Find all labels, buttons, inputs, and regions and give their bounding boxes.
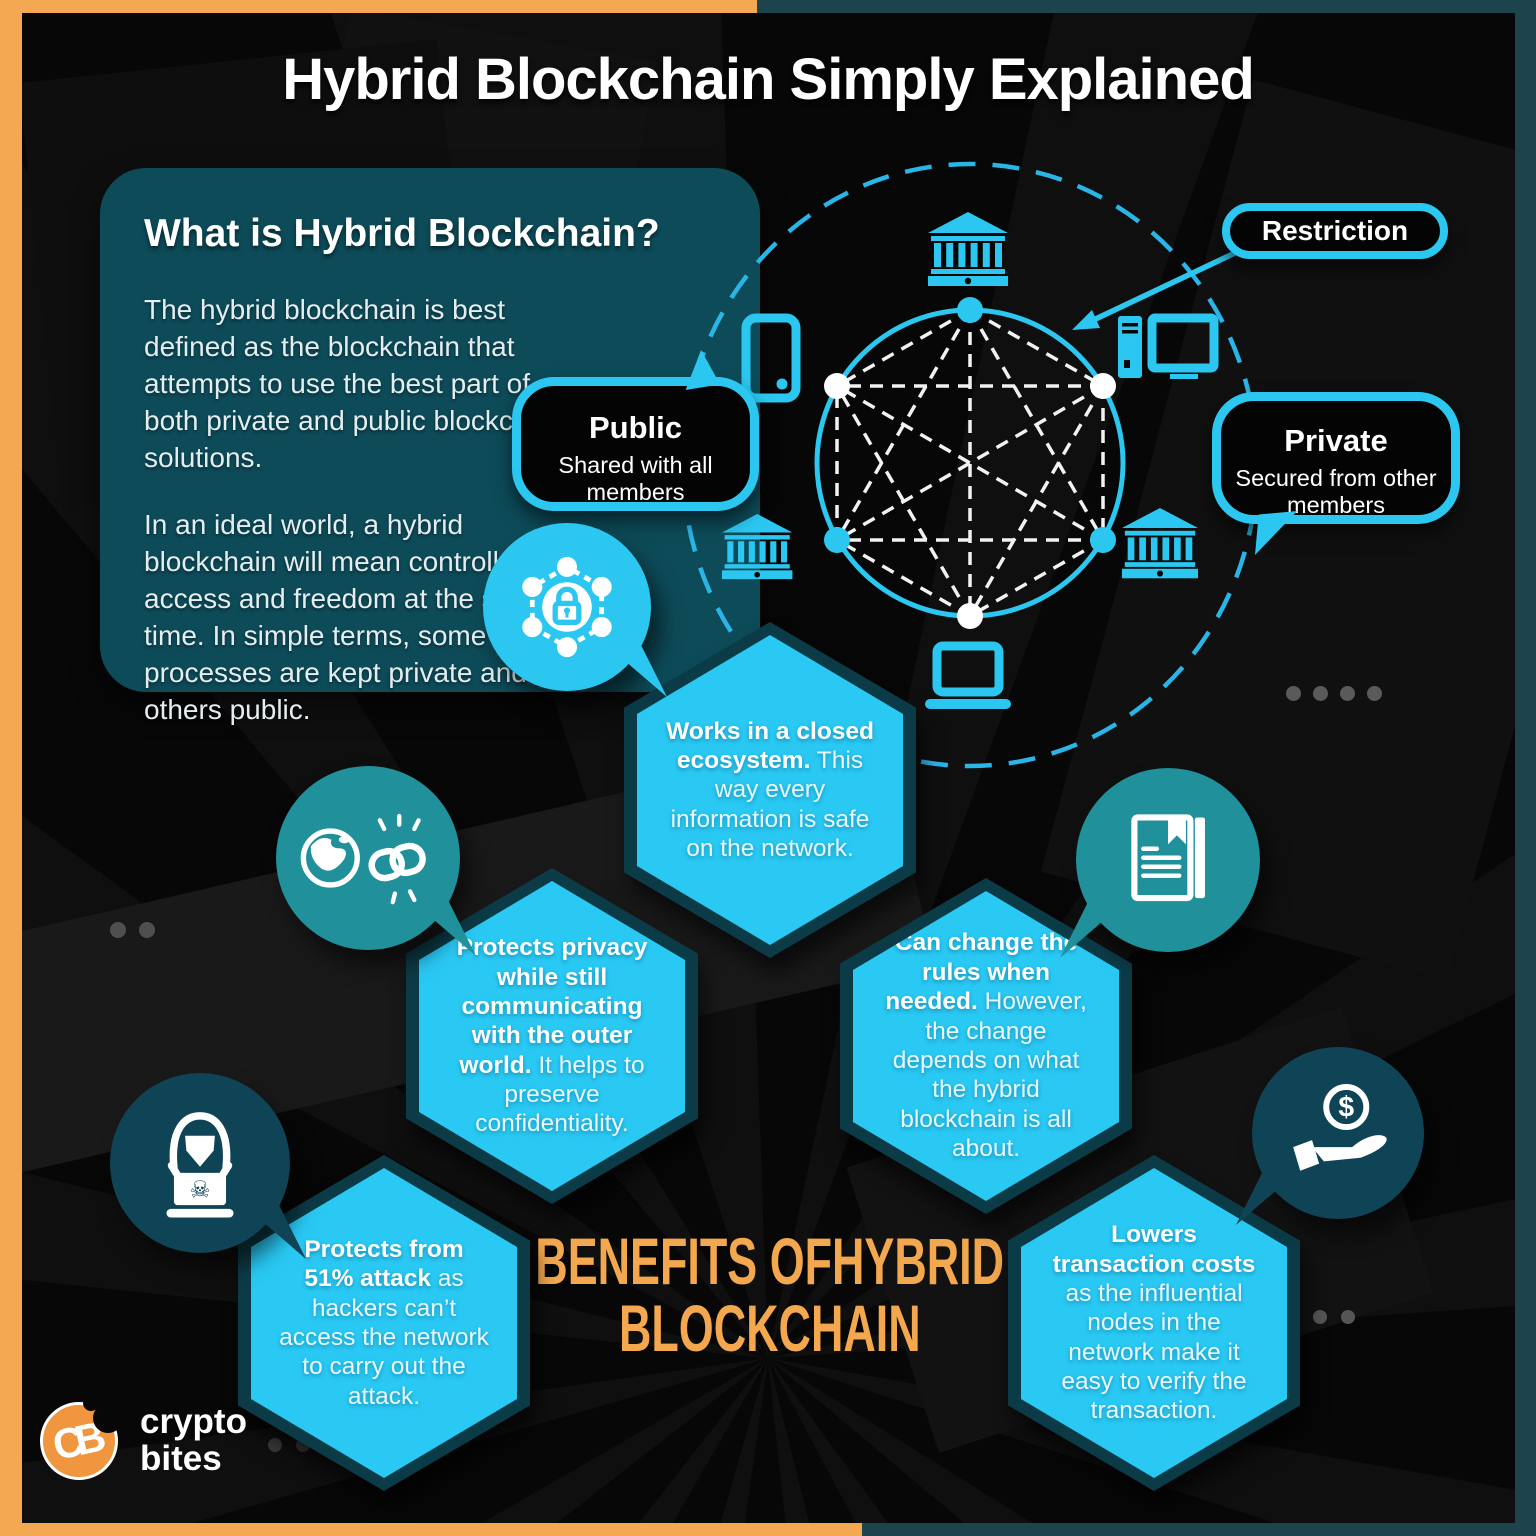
benefit-hexagon: Lowers transaction costs as the influent… bbox=[1008, 1155, 1300, 1491]
benefit-rest-text: However, the change depends on what the … bbox=[892, 988, 1087, 1163]
logo-bite-mark bbox=[83, 1395, 99, 1411]
frame-left bbox=[0, 0, 22, 1536]
benefit-bold-text: Lowers transaction costs bbox=[1052, 1221, 1256, 1278]
frame-top-teal bbox=[757, 0, 1536, 13]
logo-bite-mark bbox=[93, 1403, 123, 1433]
page-title: Hybrid Blockchain Simply Explained bbox=[282, 47, 1255, 112]
info-card-title: What is Hybrid Blockchain? bbox=[144, 212, 660, 255]
crypto-bites-logo: CB crypto bites bbox=[40, 1395, 247, 1480]
benefit-hexagon: Works in a closed ecosystem. This way ev… bbox=[624, 622, 916, 958]
benefit-text: Works in a closed ecosystem. This way ev… bbox=[663, 717, 877, 864]
attack-protection-badge: ☠ bbox=[110, 1073, 306, 1259]
money-hand-icon: $ bbox=[1293, 1084, 1387, 1171]
benefit-text: Lowers transaction costs as the influent… bbox=[1047, 1220, 1261, 1426]
private-label-title: Private bbox=[1284, 423, 1388, 458]
benefit-text: Protects from 51% attack as hackers can’… bbox=[277, 1235, 491, 1411]
network-lock-icon bbox=[522, 556, 612, 658]
logo-name: crypto bites bbox=[140, 1402, 247, 1478]
benefit-text: Can change the rules when needed. Howeve… bbox=[879, 928, 1093, 1163]
benefit-text: Protects privacy while still communicati… bbox=[445, 933, 659, 1139]
public-label-subtitle: Shared with all members bbox=[558, 452, 713, 506]
restriction-label-bubble: Restriction bbox=[1222, 203, 1448, 259]
benefits-heading: BENEFITS OFHYBRID BLOCKCHAIN bbox=[420, 1224, 1120, 1366]
logo-name-line-1: crypto bbox=[140, 1402, 247, 1442]
cb-logo-badge: CB bbox=[40, 1395, 123, 1480]
benefit-bold-text: Can change the rules when needed. bbox=[885, 929, 1078, 1016]
info-card-paragraph-1: The hybrid blockchain is best defined as… bbox=[144, 294, 566, 473]
benefit-bold-text: Protects privacy while still communicati… bbox=[456, 934, 648, 1079]
frame-right bbox=[1515, 0, 1536, 1536]
restriction-label-title: Restriction bbox=[1261, 215, 1409, 246]
skull-glyph: ☠ bbox=[189, 1177, 210, 1203]
privacy-communication-badge bbox=[276, 766, 476, 956]
private-label-bubble: Private Secured from other members bbox=[1212, 392, 1460, 555]
benefit-rest-text: as hackers can’t access the network to c… bbox=[279, 1265, 489, 1410]
globe-chain-icon bbox=[300, 813, 426, 905]
frame-bottom-teal bbox=[862, 1523, 1536, 1536]
public-label-title: Public bbox=[588, 410, 682, 445]
document-rules-icon bbox=[1131, 814, 1205, 902]
frame-bottom-orange bbox=[0, 1523, 862, 1536]
benefit-rest-text: This way every information is safe on th… bbox=[670, 746, 870, 863]
benefit-rest-text: It helps to preserve confidentiality. bbox=[475, 1051, 645, 1138]
benefit-rest-text: as the influential nodes in the network … bbox=[1061, 1279, 1247, 1425]
benefit-hexagon: Protects from 51% attack as hackers can’… bbox=[238, 1155, 530, 1491]
benefit-bold-text: Protects from 51% attack bbox=[304, 1235, 464, 1293]
dollar-glyph: $ bbox=[1338, 1091, 1354, 1123]
closed-ecosystem-badge bbox=[483, 523, 667, 697]
private-label-subtitle: Secured from other members bbox=[1235, 465, 1437, 519]
info-card-paragraph-2: In an ideal world, a hybrid blockchain w… bbox=[144, 508, 551, 725]
public-label-bubble: Public Shared with all members bbox=[512, 350, 759, 511]
change-rules-badge bbox=[1060, 768, 1260, 958]
hacker-laptop-icon: ☠ bbox=[166, 1112, 234, 1218]
logo-name-line-2: bites bbox=[140, 1439, 222, 1478]
frame-top-orange bbox=[0, 0, 757, 13]
benefits-heading-line-2: BLOCKCHAIN bbox=[619, 1291, 921, 1366]
low-cost-badge: $ bbox=[1236, 1047, 1424, 1225]
benefits-heading-line-1: BENEFITS OFHYBRID bbox=[535, 1224, 1005, 1298]
